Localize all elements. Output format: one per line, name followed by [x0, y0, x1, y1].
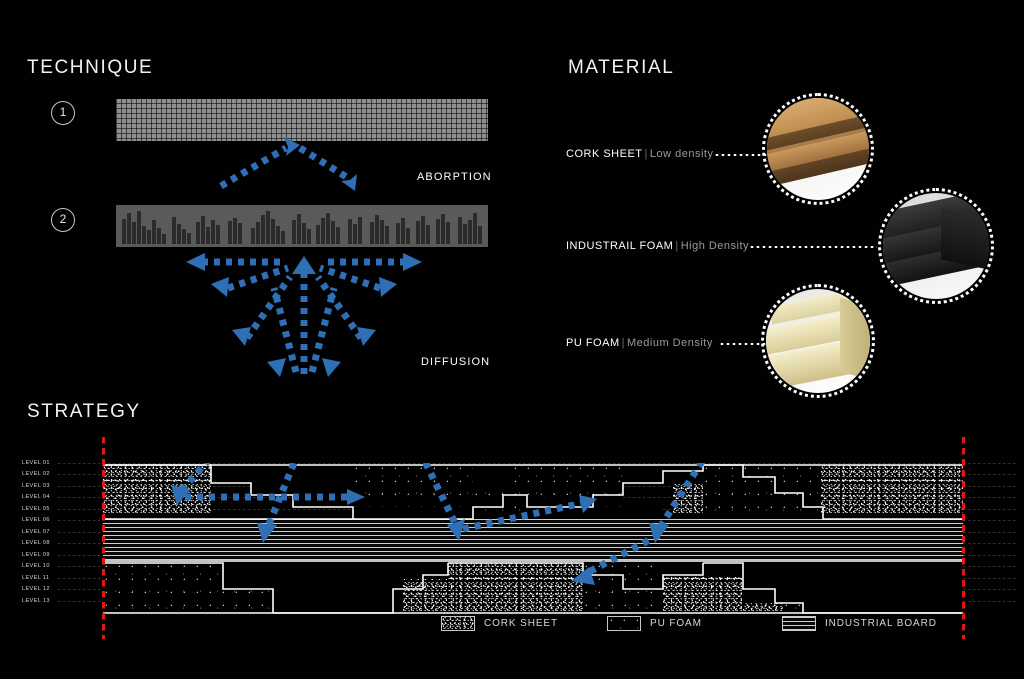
material-density: Medium Density — [626, 337, 713, 349]
level-label: LEVEL 12 — [22, 586, 50, 592]
pu-foam-swatch — [607, 616, 641, 631]
strategy-arrow-group — [171, 463, 706, 585]
level-label: LEVEL 02 — [22, 471, 50, 477]
material-name: PU FOAM — [566, 337, 620, 349]
level-label: LEVEL 05 — [22, 506, 50, 512]
level-label: LEVEL 09 — [22, 552, 50, 558]
technique-step-number-1: 1 — [51, 101, 75, 125]
level-label: LEVEL 03 — [22, 483, 50, 489]
section-title-strategy: STRATEGY — [27, 401, 141, 422]
legend-label: PU FOAM — [650, 618, 702, 629]
boundary-line-left — [102, 437, 105, 639]
level-label: LEVEL 06 — [22, 517, 50, 523]
material-separator: | — [644, 148, 648, 160]
strategy-diagram: LEVEL 01 LEVEL 02 LEVEL 03 LEVEL 04 LEVE… — [0, 437, 1024, 647]
pu-zone — [703, 465, 821, 513]
strategy-section-body — [103, 463, 963, 615]
material-image-cork-sheet — [762, 93, 874, 205]
legend-item-industrial-board: INDUSTRIAL BOARD — [782, 616, 937, 631]
cork-sheet-swatch — [441, 616, 475, 631]
material-separator: | — [621, 337, 625, 349]
leader-line-industrial-foam — [749, 246, 877, 248]
level-label: LEVEL 07 — [22, 529, 50, 535]
material-label-pu-foam: PU FOAM|Medium Density — [566, 337, 713, 349]
level-label: LEVEL 01 — [22, 460, 50, 466]
legend-label: CORK SHEET — [484, 618, 559, 629]
legend-item-pu-foam: PU FOAM — [607, 616, 702, 631]
technique-label-diffusion: DIFFUSION — [421, 356, 491, 368]
slatted-diffuser-panel — [116, 205, 488, 247]
material-label-cork-sheet: CORK SHEET|Low density — [566, 148, 713, 160]
section-title-material: MATERIAL — [568, 57, 675, 78]
section-title-technique: TECHNIQUE — [27, 57, 154, 78]
pu-zone — [353, 465, 473, 513]
boundary-line-right — [962, 437, 965, 639]
legend-label: INDUSTRIAL BOARD — [825, 618, 937, 629]
material-name: CORK SHEET — [566, 148, 643, 160]
technique-step-number-2: 2 — [51, 208, 75, 232]
cork-zone — [103, 465, 211, 513]
cork-zone — [821, 465, 963, 513]
industrial-board-zone — [103, 519, 963, 561]
level-label: LEVEL 08 — [22, 540, 50, 546]
material-density: High Density — [680, 240, 750, 252]
material-image-industrial-foam — [878, 188, 994, 304]
material-image-pu-foam — [761, 284, 875, 398]
perforated-absorber-panel — [116, 99, 488, 141]
diffusion-arrow-group — [186, 253, 422, 377]
strategy-legend: CORK SHEET PU FOAM INDUSTRIAL BOARD — [0, 610, 1024, 638]
level-label: LEVEL 11 — [22, 575, 50, 581]
legend-item-cork-sheet: CORK SHEET — [441, 616, 558, 631]
material-separator: | — [675, 240, 679, 252]
level-label: LEVEL 04 — [22, 494, 50, 500]
leader-line-cork — [714, 154, 769, 156]
material-density: Low density — [649, 148, 714, 160]
leader-line-pu-foam — [719, 343, 769, 345]
technique-label-absorption: ABORPTION — [417, 171, 492, 183]
material-label-industrial-foam: INDUSTRAIL FOAM|High Density — [566, 240, 749, 252]
level-label: LEVEL 10 — [22, 563, 50, 569]
level-label: LEVEL 13 — [22, 598, 50, 604]
industrial-board-swatch — [782, 616, 816, 631]
material-name: INDUSTRAIL FOAM — [566, 240, 674, 252]
